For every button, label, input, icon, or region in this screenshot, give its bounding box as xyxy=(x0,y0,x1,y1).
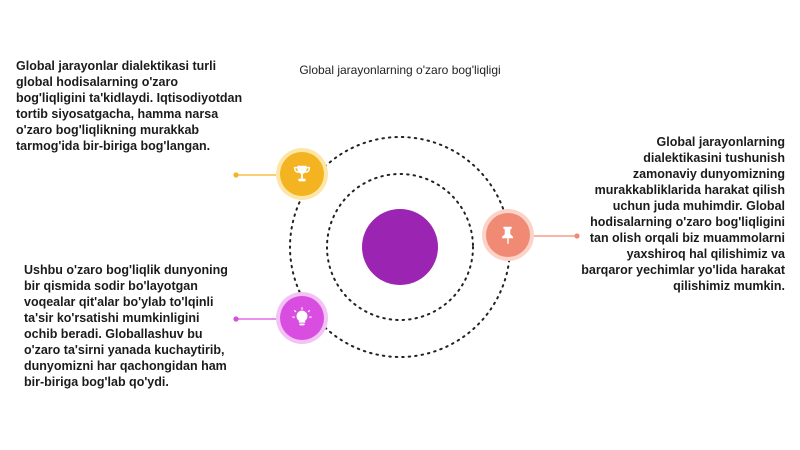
connector-dot-3 xyxy=(574,233,580,239)
center-circle xyxy=(362,209,438,285)
connector-dot-1 xyxy=(233,172,239,178)
inner-orbit xyxy=(326,173,474,321)
connector-dot-2 xyxy=(233,316,239,322)
lightbulb-icon xyxy=(292,307,312,326)
pushpin-icon xyxy=(502,226,514,244)
diagram-title: Global jarayonlarning o'zaro bog'liqligi xyxy=(299,63,501,77)
text-block-1: Global jarayonlar dialektikasi turli glo… xyxy=(16,59,243,153)
text-block-3: Global jarayonlarning dialektikasini tus… xyxy=(581,135,785,293)
trophy-icon xyxy=(293,165,311,182)
text-block-2: Ushbu o'zaro bog'liqlik dunyoning bir qi… xyxy=(24,263,228,389)
pushpin-badge xyxy=(486,213,530,257)
lightbulb-badge xyxy=(280,296,324,340)
trophy-badge xyxy=(280,152,324,196)
